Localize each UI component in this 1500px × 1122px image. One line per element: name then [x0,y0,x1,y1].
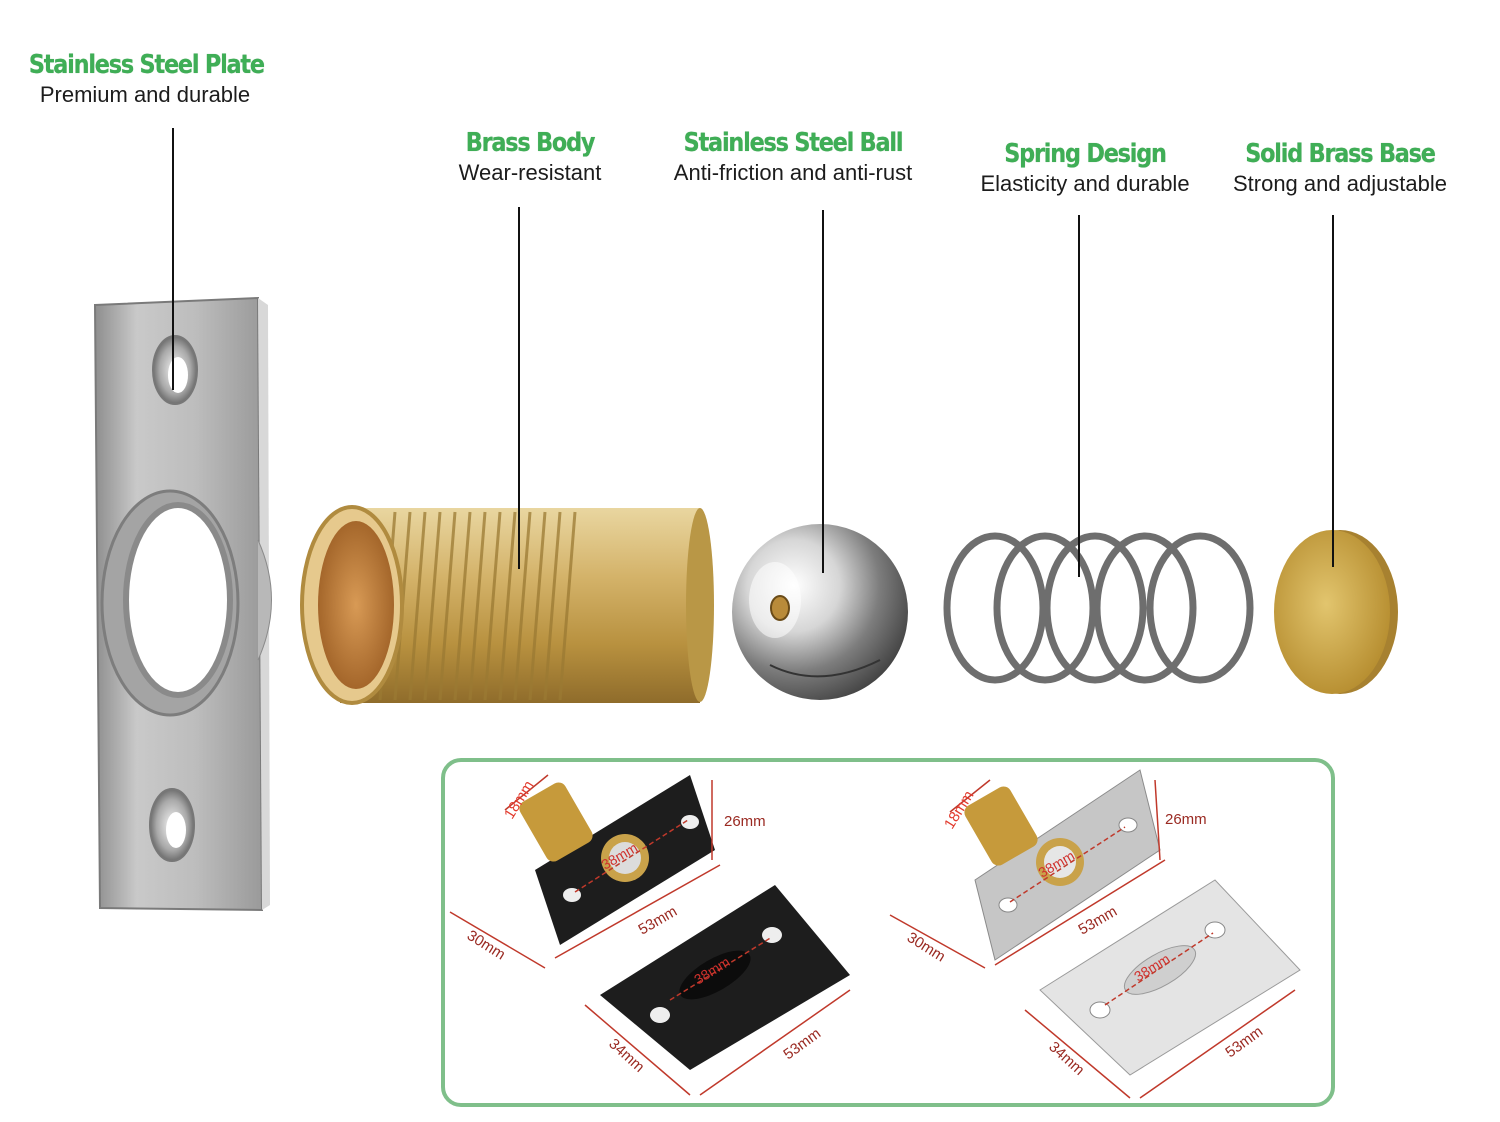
label-stainless-steel-plate: Stainless Steel Plate Premium and durabl… [10,50,280,108]
part-subtitle: Elasticity and durable [980,171,1190,196]
label-solid-brass-base: Solid Brass Base Strong and adjustable [1215,139,1465,197]
part-subtitle: Wear-resistant [458,160,602,185]
dim-black-depth: 30mm [464,927,508,964]
label-stainless-steel-ball: Stainless Steel Ball Anti-friction and a… [648,128,938,186]
dim-silver-strike-length: 53mm [1222,1023,1266,1061]
part-title: Spring Design [1004,139,1167,169]
label-brass-body: Brass Body Wear-resistant [420,128,640,186]
part-title: Stainless Steel Ball [683,128,904,158]
dim-silver-hole-spacing: 38mm [1036,847,1078,880]
part-title: Stainless Steel Plate [28,50,265,80]
dim-black-strike-hole: 38mm [691,953,732,987]
part-title: Solid Brass Base [1245,139,1436,169]
dimension-panel [441,758,1335,1107]
leader-line-brass-base [1332,215,1334,567]
stainless-steel-ball-image [732,524,908,700]
dim-black-strike-length: 53mm [780,1025,824,1063]
part-subtitle: Strong and adjustable [1232,171,1448,196]
stainless-steel-plate-image [93,296,272,912]
brass-base-image [1274,530,1398,694]
dim-black-hole-spacing: 38mm [599,839,641,872]
leader-line-plate [172,128,174,390]
part-subtitle: Premium and durable [39,82,251,107]
dim-silver-strike-width: 34mm [1045,1038,1087,1079]
part-title: Brass Body [465,128,596,158]
leader-line-ball [822,210,824,573]
dim-silver-depth: 30mm [904,929,948,966]
black-strike-plate-image [600,885,850,1070]
spring-image [943,532,1254,684]
dim-black-height: 26mm [724,813,766,830]
leader-line-spring [1078,215,1080,577]
silver-strike-plate-image [1039,879,1301,1076]
label-spring-design: Spring Design Elasticity and durable [960,139,1210,197]
leader-line-brass-body [518,207,520,569]
dim-silver-length: 53mm [1076,903,1121,939]
dim-silver-strike-hole: 38mm [1131,950,1172,984]
dim-black-tube: 18mm [501,778,538,822]
dim-silver-height: 26mm [1165,811,1207,828]
brass-body-image [300,505,714,705]
dim-black-length: 53mm [636,903,681,939]
dim-black-strike-width: 34mm [605,1035,647,1076]
part-subtitle: Anti-friction and anti-rust [673,160,913,185]
dim-silver-tube: 18mm [941,788,978,832]
